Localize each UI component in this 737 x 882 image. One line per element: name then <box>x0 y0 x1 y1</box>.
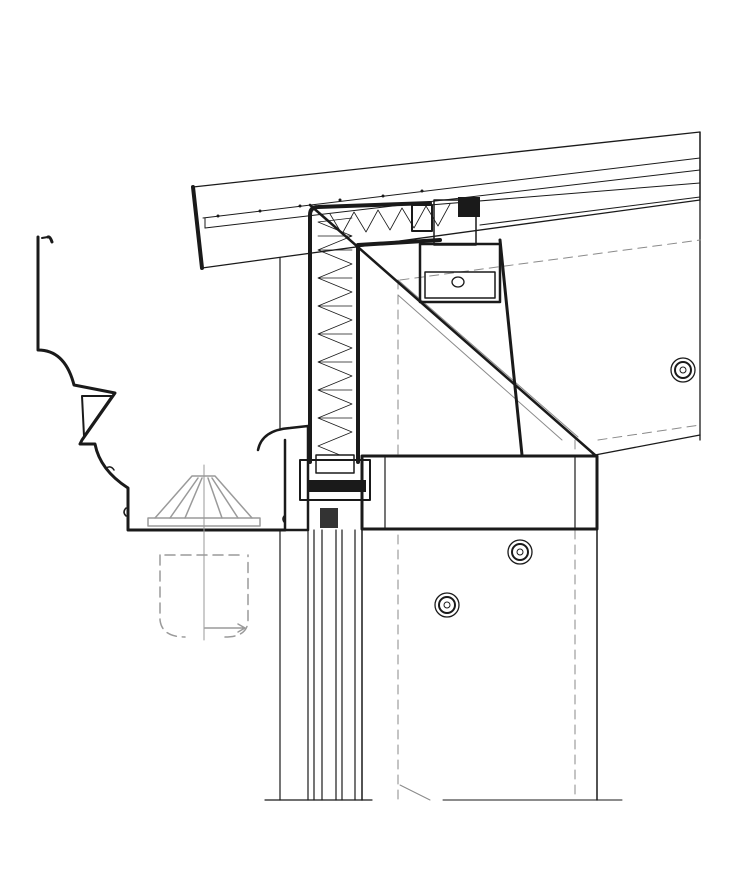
roof-fixing-dots <box>216 189 424 218</box>
insulation <box>317 217 353 461</box>
side-panel <box>397 131 701 801</box>
window-frame <box>256 257 373 801</box>
screw-icon <box>507 539 533 565</box>
rafter-connector <box>411 197 524 457</box>
screw-icon <box>434 592 460 618</box>
eaves-beam <box>360 454 623 801</box>
gutter-outlet <box>147 464 261 641</box>
screw-icon <box>670 357 696 383</box>
gutter-profile <box>36 235 287 532</box>
